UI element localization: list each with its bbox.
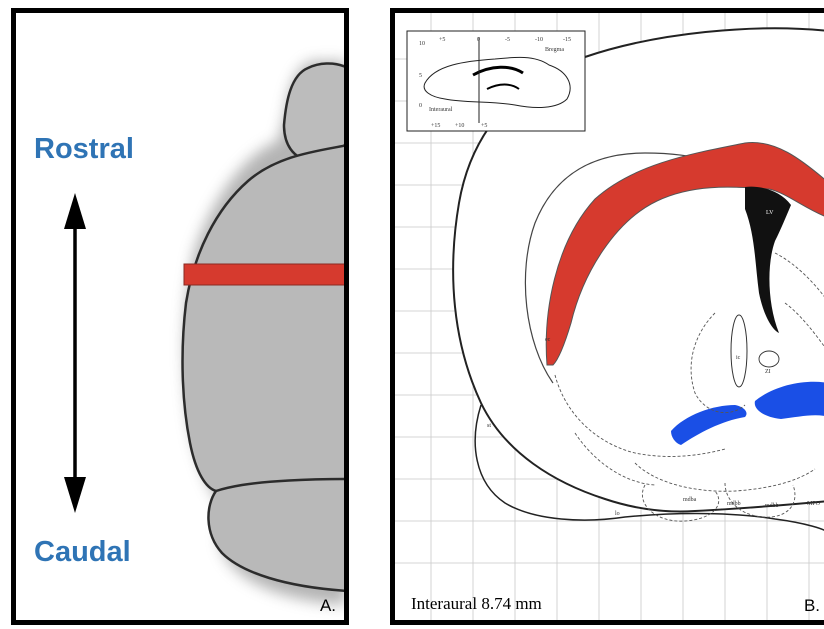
slice-marker-bar [184,264,344,285]
inset-top-tick-0: +5 [439,37,445,43]
inset-bottom-tick-2: +5 [481,123,487,129]
zi-label: ZI [765,369,771,375]
sagittal-inset: 10 5 0 +5 0 -5 -10 -15 Bregma Interaural… [407,31,585,131]
inset-top-tick-3: -10 [535,37,543,43]
dorsal-brain-illustration [16,13,344,620]
caudal-label: Caudal [34,536,131,569]
interaural-measurement-label: Interaural 8.74 mm [411,594,542,614]
coronal-atlas-section: LV ec st lo ic ZI mdba mdbb mdbb MPO [395,13,824,620]
inset-bottom-tick-0: +15 [431,123,440,129]
panel-b-coronal-section: LV ec st lo ic ZI mdba mdbb mdbb MPO [390,8,824,625]
inset-bottom-tick-1: +10 [455,123,464,129]
inset-top-tick-2: -5 [505,37,510,43]
mdba-label: mdba [683,497,697,503]
panel-a-dorsal-brain-view: Rostral Caudal A. [11,8,349,625]
mbo-label: mdbb [765,503,779,509]
rostral-caudal-double-arrow [64,193,86,513]
inset-left-tick-1: 5 [419,73,422,79]
st-label: st [487,423,491,429]
lv-label: LV [766,210,774,216]
cerebrum [183,145,344,491]
inset-top-tick-1: 0 [477,37,480,43]
rostral-label: Rostral [34,133,134,166]
inset-bregma-label: Bregma [545,47,564,53]
ec-label: ec [545,337,551,343]
inset-top-tick-4: -15 [563,37,571,43]
internal-capsule [731,315,747,387]
lo-label: lo [615,511,620,517]
panel-a-letter: A. [320,596,336,616]
cerebellum [208,479,344,591]
panel-b-letter: B. [804,596,820,616]
mpo-label: MPO [807,501,821,507]
inset-left-tick-0: 10 [419,41,425,47]
mdbb-label: mdbb [727,501,741,507]
inset-left-tick-2: 0 [419,103,422,109]
ic-label: ic [736,355,741,361]
inset-interaural-label: Interaural [429,107,453,113]
